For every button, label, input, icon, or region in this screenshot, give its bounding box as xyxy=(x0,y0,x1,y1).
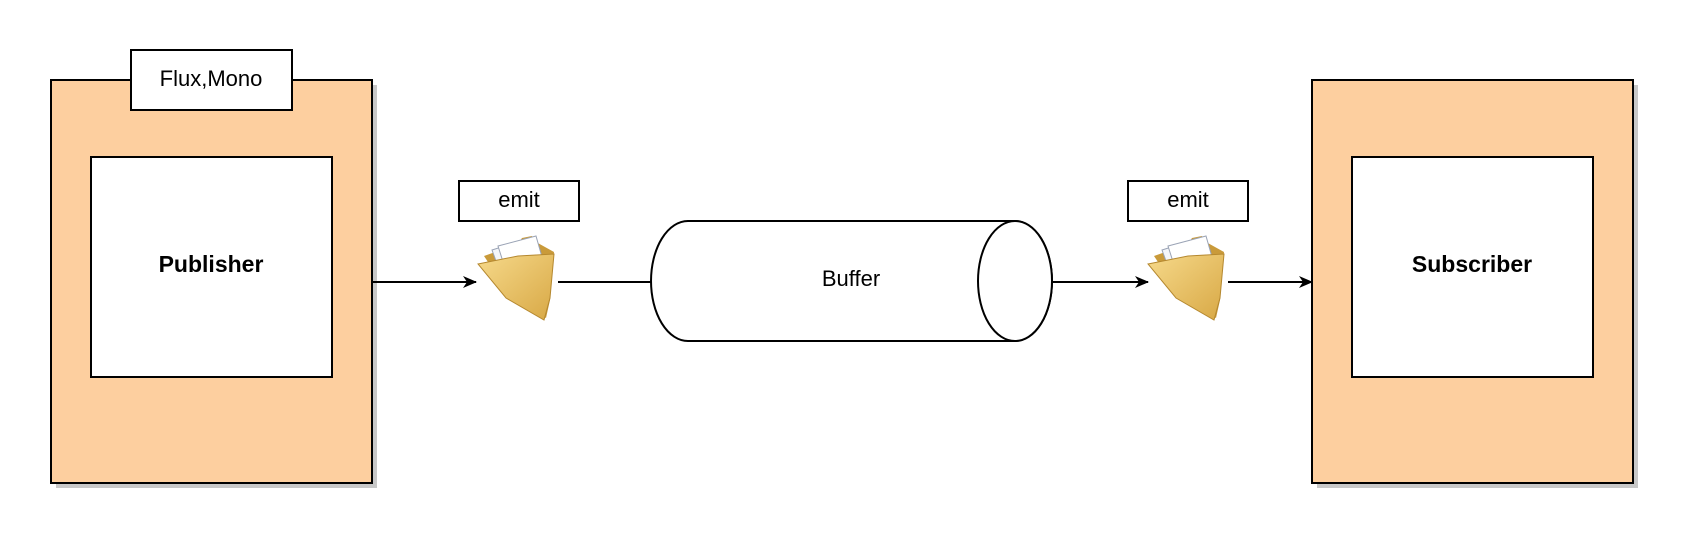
buffer-cylinder[interactable]: Buffer xyxy=(650,220,1053,342)
buffer-cap xyxy=(977,220,1053,342)
folder-icon xyxy=(1147,235,1225,321)
emit-left-box[interactable] xyxy=(458,180,580,222)
subscriber-container: Subscriber xyxy=(1311,79,1638,488)
flux-mono-label: Flux,Mono xyxy=(160,66,263,91)
buffer-label: Buffer xyxy=(822,266,880,291)
flux-mono-tag[interactable] xyxy=(130,49,293,111)
emit-left-label: emit xyxy=(498,187,540,212)
publisher-label: Publisher xyxy=(159,251,264,277)
subscriber-label: Subscriber xyxy=(1412,251,1532,277)
publisher-inner-box[interactable] xyxy=(90,156,333,378)
emit-right-box[interactable] xyxy=(1127,180,1249,222)
folder-icon xyxy=(477,235,555,321)
subscriber-inner-box[interactable] xyxy=(1351,156,1594,378)
emit-right-label: emit xyxy=(1167,187,1209,212)
publisher-container: Publisher Flux,Mono xyxy=(50,49,377,488)
